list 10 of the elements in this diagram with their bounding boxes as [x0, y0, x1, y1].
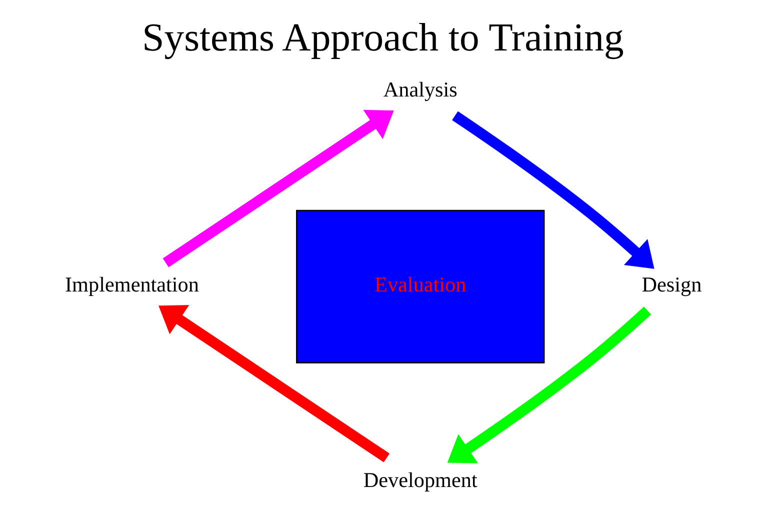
- node-text: Design: [641, 272, 702, 297]
- arrow: [452, 111, 654, 269]
- arrow: [162, 110, 394, 268]
- node-text: Implementation: [64, 272, 198, 297]
- node-box: Evaluation: [296, 210, 544, 364]
- arrow: [158, 305, 390, 462]
- node-text: Development: [362, 468, 477, 492]
- diagram-title: Systems Approach to Training: [142, 15, 624, 60]
- arrow: [446, 306, 651, 464]
- node-text: Analysis: [382, 78, 457, 102]
